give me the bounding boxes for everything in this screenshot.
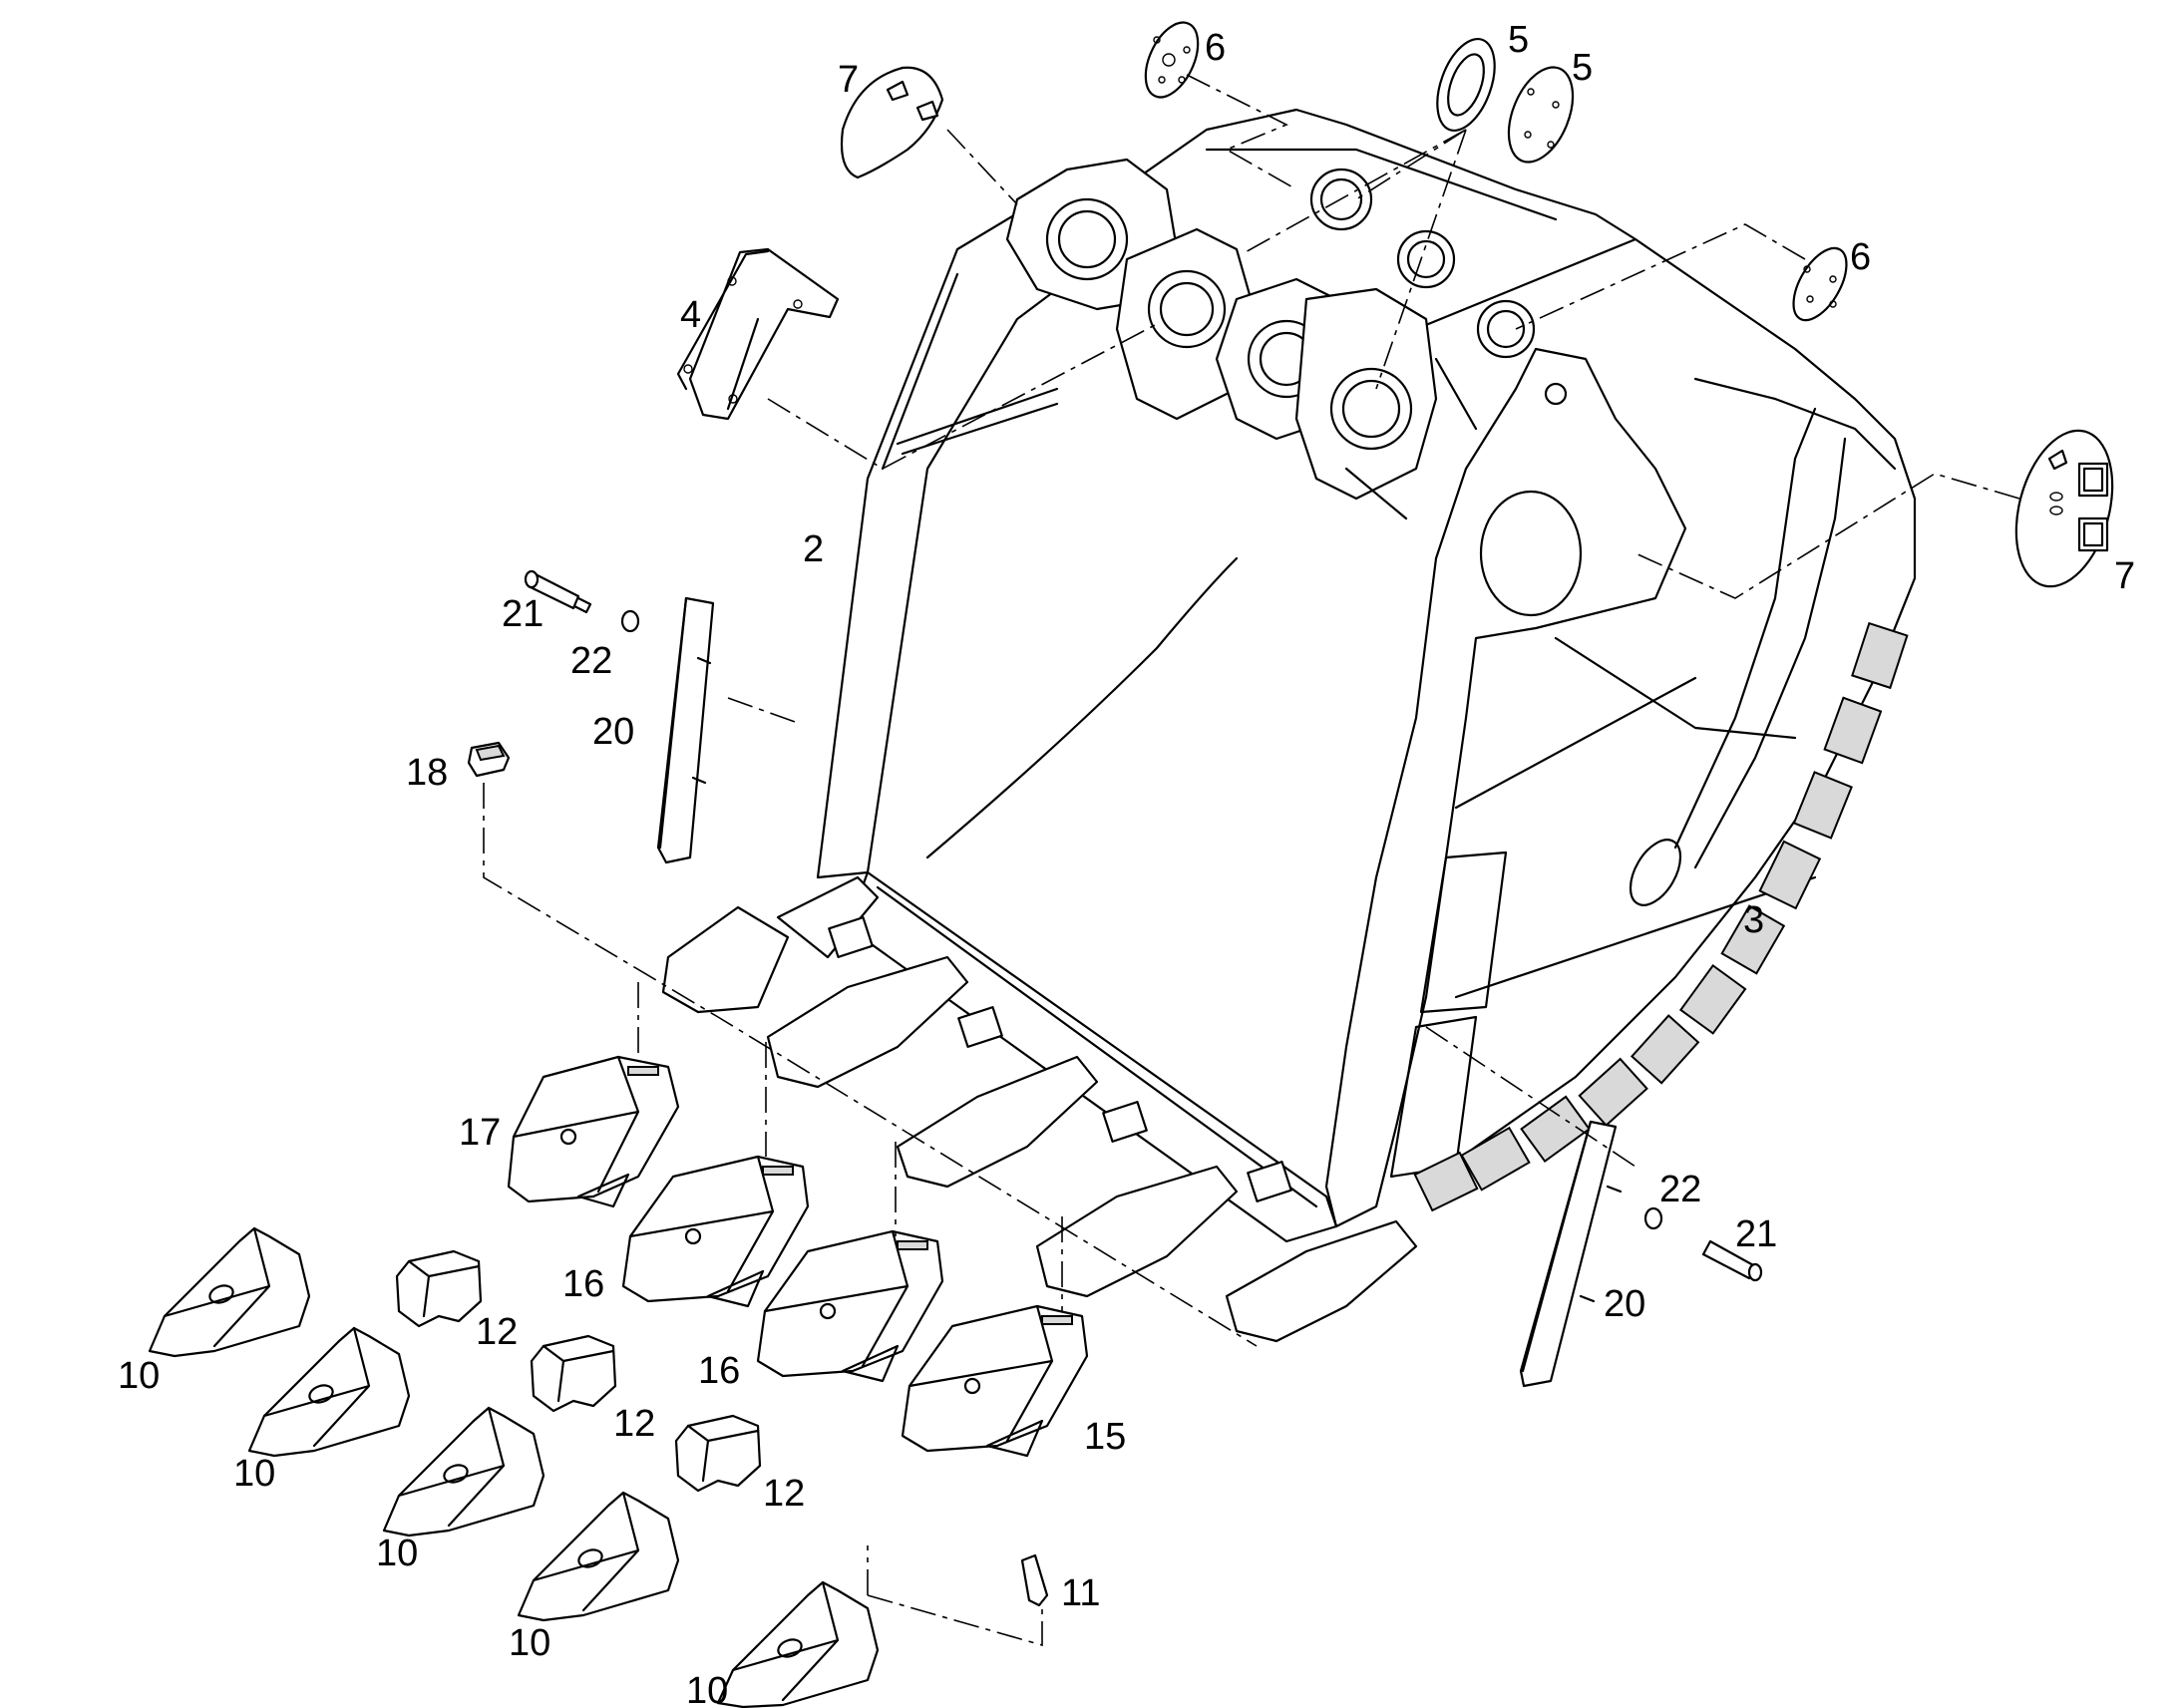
part-22-ring-left (620, 609, 640, 633)
part-17-corner-tooth (507, 1055, 680, 1208)
part-12-cap-c (674, 1414, 762, 1493)
callout-7-a: 7 (838, 59, 859, 101)
callout-21-b: 21 (1735, 1213, 1777, 1255)
part-10-tooth-a (148, 1226, 311, 1358)
callout-21-a: 21 (502, 593, 544, 635)
callout-12-c: 12 (763, 1473, 805, 1515)
callout-7-b: 7 (2114, 555, 2135, 597)
part-10-tooth-d (517, 1491, 680, 1622)
side-wear-blocks (1413, 621, 1909, 1212)
part-16-tooth-a (621, 1155, 810, 1308)
part-6-cap-plate (1144, 21, 1200, 99)
callout-20-b: 20 (1604, 1283, 1645, 1325)
part-15-corner-tooth (901, 1304, 1089, 1458)
part-12-cap-a (395, 1249, 483, 1328)
callout-5-b: 5 (1572, 47, 1593, 89)
callout-6-a: 6 (1205, 27, 1226, 69)
part-4-wear-plate (676, 247, 840, 421)
callout-10-e: 10 (686, 1670, 728, 1708)
part-12-cap-b (530, 1334, 617, 1413)
callout-5-a: 5 (1508, 19, 1529, 61)
callout-16-a: 16 (562, 1263, 604, 1305)
part-20-side-cutter-right (1519, 1120, 1623, 1388)
callout-20-a: 20 (592, 711, 634, 753)
part-10-tooth-c (382, 1406, 545, 1537)
part-7-lock-plate (2014, 429, 2114, 588)
callout-labels: 2 3 4 5 5 6 6 7 7 10 10 10 10 10 11 12 1… (118, 19, 2135, 1708)
part-6-cap-plate-right (1792, 246, 1848, 322)
part-16-tooth-b (756, 1229, 944, 1383)
part-10-tooth-b (247, 1326, 411, 1458)
callout-16-b: 16 (698, 1350, 740, 1392)
callout-6-b: 6 (1850, 236, 1871, 278)
callout-2: 2 (803, 528, 824, 570)
part-11-pin (1020, 1553, 1049, 1607)
callout-3: 3 (1743, 899, 1764, 941)
callout-12-b: 12 (613, 1403, 655, 1445)
callout-10-a: 10 (118, 1355, 160, 1397)
part-22-ring-right (1643, 1206, 1663, 1230)
callout-12-a: 12 (476, 1311, 518, 1353)
callout-10-d: 10 (509, 1622, 550, 1664)
callout-4: 4 (680, 294, 701, 336)
part-18-retainer (467, 741, 511, 778)
callout-11: 11 (1061, 1572, 1100, 1614)
part-21-pin-left (524, 569, 592, 614)
callout-22-b: 22 (1659, 1169, 1701, 1210)
bucket-body (816, 108, 1917, 1243)
callout-22-a: 22 (570, 640, 612, 682)
part-7-ring-clip (840, 66, 944, 179)
callout-18: 18 (406, 752, 448, 794)
leader-lines (483, 74, 2020, 1647)
part-21-pin-right (1701, 1239, 1763, 1282)
callout-17: 17 (459, 1112, 501, 1154)
hinge-bosses (1005, 158, 1536, 520)
part-20-side-cutter-left (656, 596, 715, 864)
part-5-shims (1436, 37, 1575, 164)
callout-10-b: 10 (233, 1453, 275, 1495)
callout-15: 15 (1084, 1416, 1126, 1458)
part-10-tooth-e (716, 1580, 880, 1708)
callout-10-c: 10 (376, 1533, 418, 1574)
tooth-adapters (661, 875, 1418, 1343)
